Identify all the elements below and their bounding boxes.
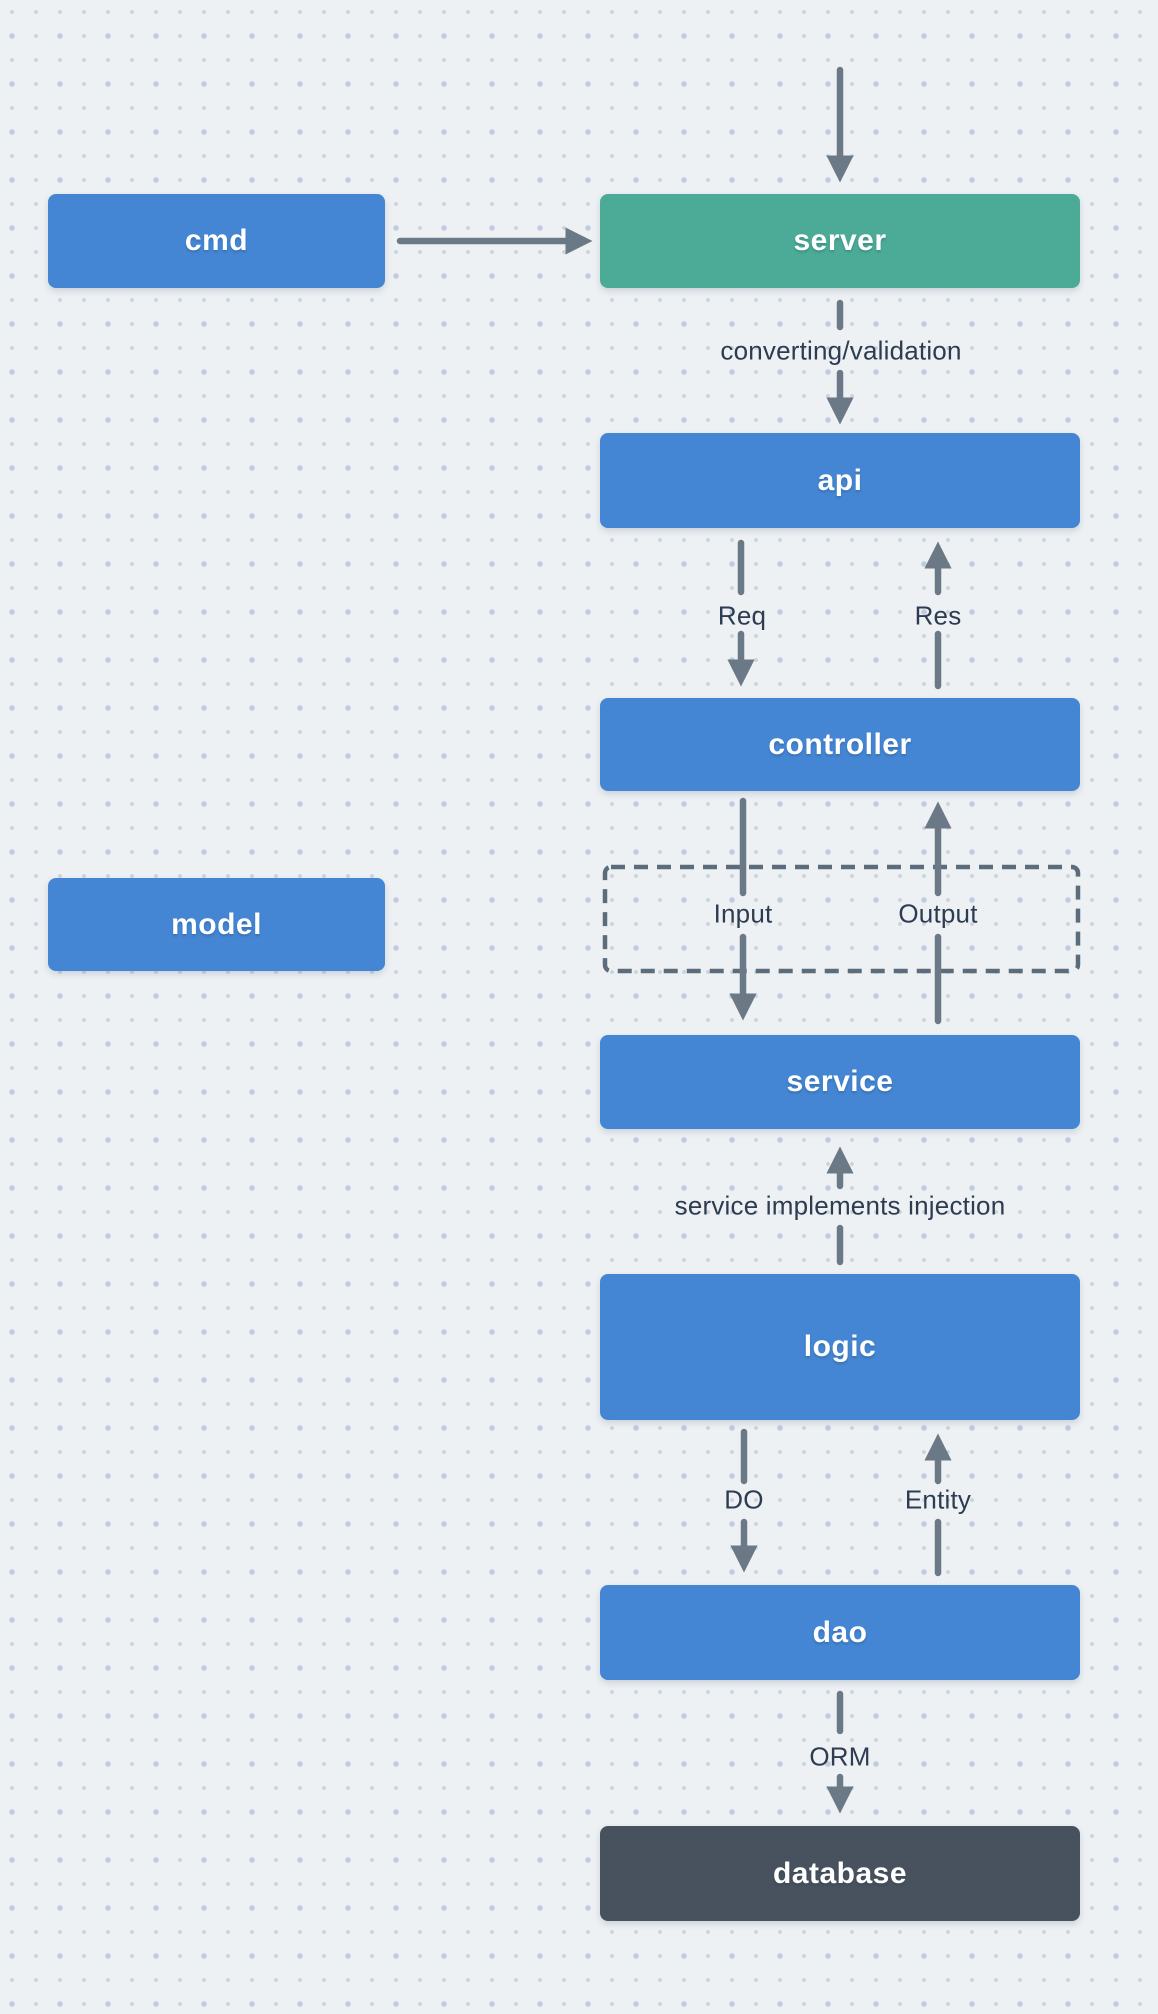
node-controller: controller [600, 698, 1080, 791]
node-model: model [48, 878, 385, 971]
node-logic: logic [600, 1274, 1080, 1420]
edge-label-output: Output [898, 898, 978, 929]
edge-label-entity: Entity [904, 1484, 972, 1515]
node-service: service [600, 1035, 1080, 1129]
node-cmd: cmd [48, 194, 385, 288]
model-boundary-dashed-box [602, 864, 1081, 974]
node-server: server [600, 194, 1080, 288]
edge-label-do: DO [724, 1484, 764, 1515]
edge-label-service-implements-injection: service implements injection [674, 1190, 1006, 1221]
node-dao: dao [600, 1585, 1080, 1680]
edge-label-orm: ORM [809, 1741, 871, 1772]
edge-label-res: Res [914, 600, 962, 631]
edge-label-req: Req [717, 600, 767, 631]
edge-label-converting-validation: converting/validation [720, 335, 962, 366]
edge-label-input: Input [713, 898, 773, 929]
node-api: api [600, 433, 1080, 528]
node-database: database [600, 1826, 1080, 1921]
